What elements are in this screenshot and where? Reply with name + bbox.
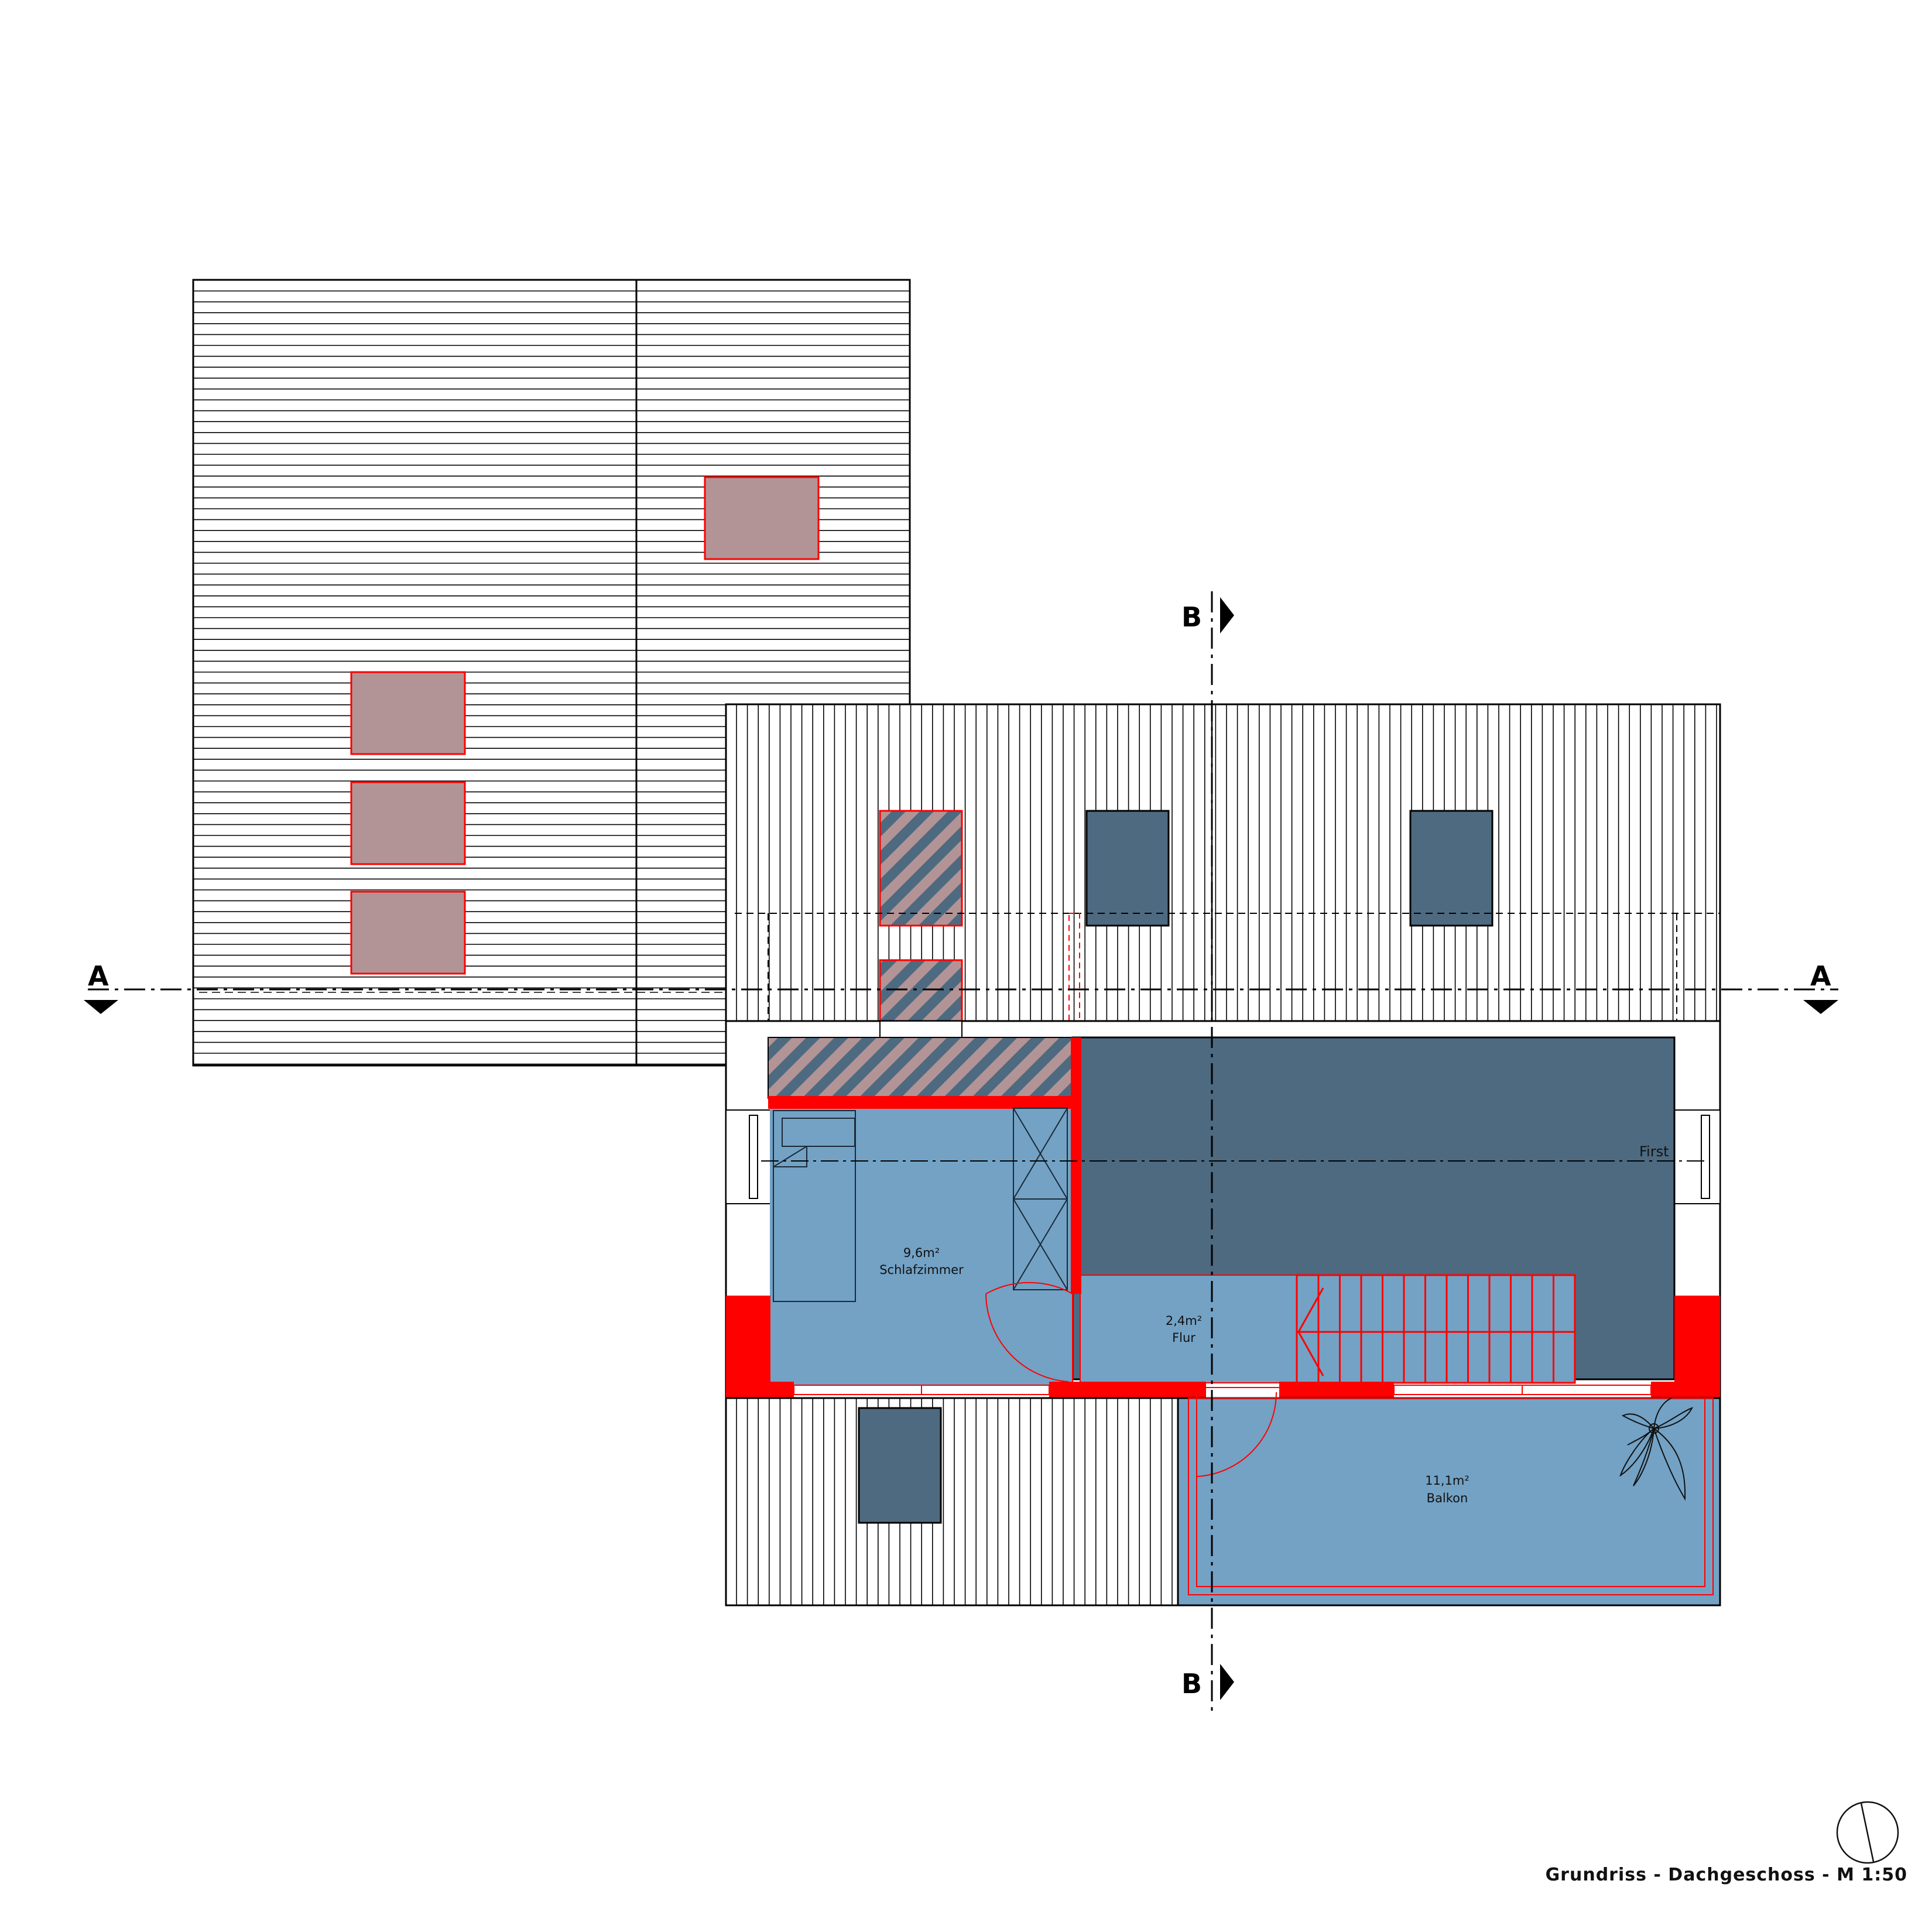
- skylight-window: [350, 781, 466, 865]
- skylight-window: [1409, 810, 1493, 927]
- skylight-window: [350, 671, 466, 755]
- stair: [1296, 1274, 1576, 1384]
- section-b-label-top: B: [1181, 601, 1202, 633]
- room-area: 9,6m²: [903, 1246, 940, 1260]
- chimney-hatched: [879, 810, 963, 927]
- room-name: Schlafzimmer: [879, 1263, 964, 1277]
- cut-walls: [726, 1037, 1720, 1398]
- wardrobe: [1013, 1108, 1068, 1290]
- balcony-door-swing: [1191, 1387, 1282, 1478]
- room-name: Balkon: [1427, 1491, 1468, 1505]
- plant-symbol: [1619, 1397, 1693, 1501]
- ridge-label: First: [1639, 1143, 1669, 1160]
- section-line-a: [84, 988, 1838, 1014]
- section-b-label-bottom: B: [1181, 1668, 1202, 1700]
- bottom-windows: [793, 1385, 1652, 1395]
- room-area: 11,1m²: [1425, 1474, 1469, 1488]
- door-swing: [985, 1282, 1073, 1382]
- room-flur: [1080, 1275, 1297, 1383]
- chimney-hatched: [879, 959, 963, 1022]
- section-a-label-left: A: [88, 960, 109, 992]
- drawing-title: Grundriss - Dachgeschoss - M 1:50: [1545, 1865, 1907, 1885]
- upper-roof-skylights: [350, 476, 820, 975]
- lower-roof: [725, 703, 1721, 1022]
- north-arrow-icon: [1836, 1801, 1899, 1864]
- room-area: 2,4m²: [1166, 1314, 1202, 1328]
- section-line-b: [1211, 591, 1234, 1715]
- balcony: [1177, 1397, 1721, 1606]
- section-a-label-right: A: [1810, 960, 1831, 992]
- room-name: Flur: [1172, 1331, 1195, 1345]
- room-schlafzimmer: [770, 1108, 1073, 1385]
- skylight-window: [1085, 810, 1170, 927]
- skylight-window: [704, 476, 820, 560]
- chimney-strip: [768, 1037, 1073, 1099]
- overhead-dashed-lines: [735, 913, 1720, 1021]
- skylight-window: [858, 1407, 942, 1524]
- skylight-window: [350, 890, 466, 975]
- lower-left-roof: [725, 1397, 1179, 1606]
- bed: [773, 1110, 856, 1302]
- side-windows: [725, 1109, 1721, 1204]
- upper-roof: [192, 279, 911, 1067]
